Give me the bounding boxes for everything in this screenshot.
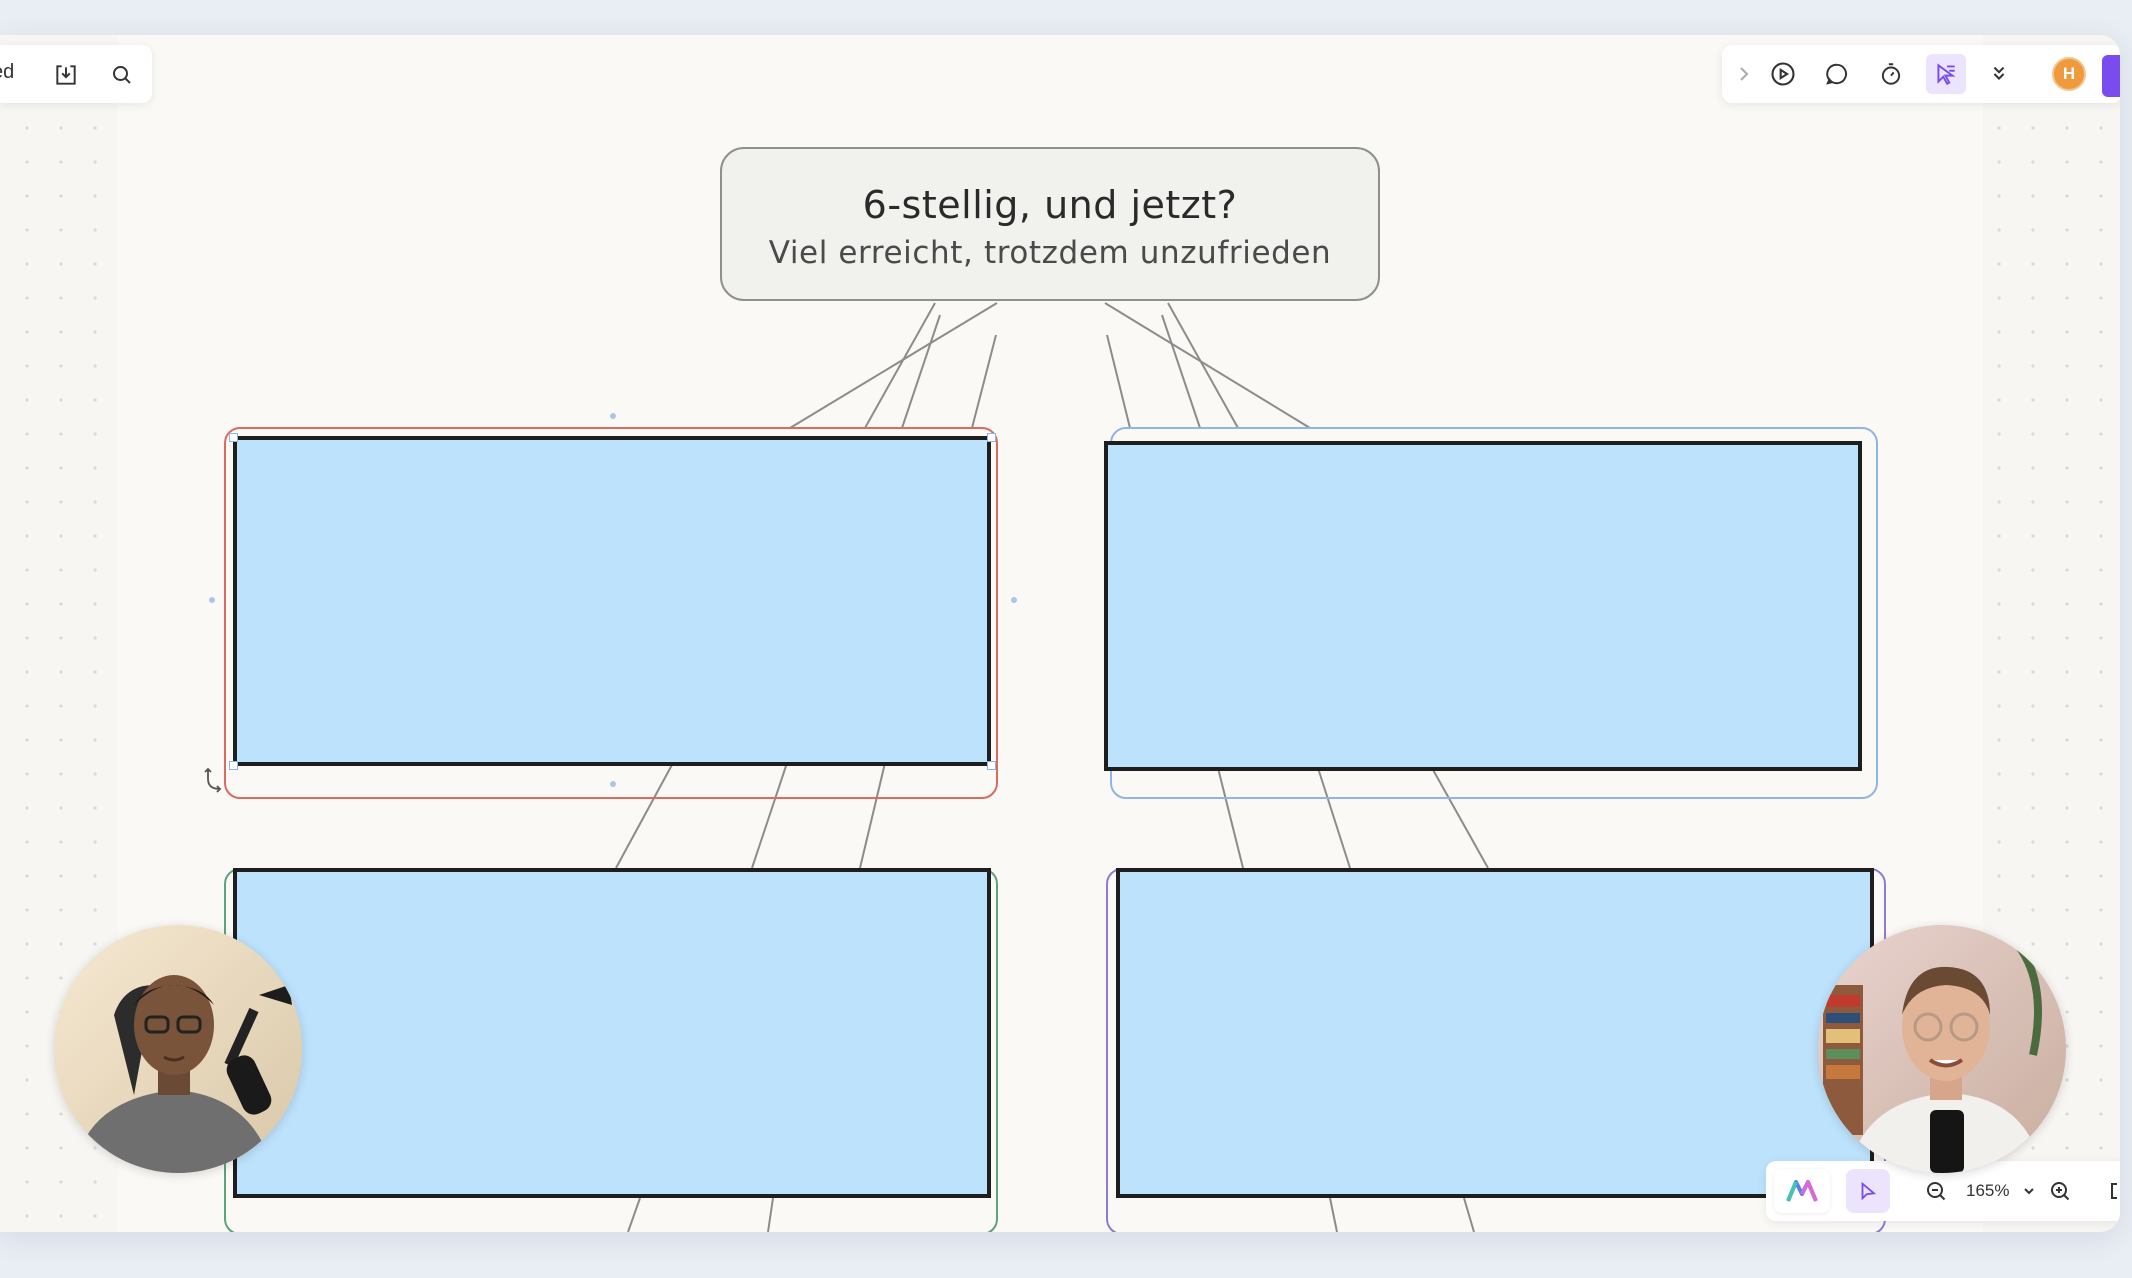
connection-point[interactable] — [610, 781, 616, 787]
connector-line — [751, 762, 788, 869]
fit-screen-icon[interactable] — [2106, 1179, 2120, 1203]
box-bottom-right[interactable] — [1116, 868, 1874, 1198]
connection-point[interactable] — [209, 597, 215, 603]
bottom-right-toolbar: 165% — [1766, 1161, 2120, 1221]
participant-video-right — [1818, 925, 2066, 1173]
box-top-left[interactable] — [233, 436, 991, 766]
rotate-handle-icon[interactable] — [200, 767, 230, 797]
central-topic-title: 6-stellig, und jetzt? — [862, 183, 1238, 227]
resize-handle[interactable] — [229, 761, 238, 770]
participant-video-left — [54, 925, 302, 1173]
connector-line — [1317, 767, 1351, 869]
connector-line — [1217, 767, 1244, 869]
resize-handle[interactable] — [987, 433, 996, 442]
connector-line — [1329, 1197, 1338, 1232]
zoom-out-icon[interactable] — [1922, 1177, 1950, 1205]
connector-line — [1104, 302, 1311, 429]
top-left-toolbar: ed — [0, 45, 152, 103]
connector-line — [1167, 302, 1239, 429]
connector-line — [1431, 767, 1489, 869]
share-button-edge[interactable] — [2102, 55, 2120, 97]
play-icon[interactable] — [1768, 59, 1798, 89]
stopwatch-icon[interactable] — [1876, 59, 1906, 89]
search-icon[interactable] — [108, 61, 136, 89]
central-topic-subtitle: Viel erreicht, trotzdem unzufrieden — [768, 235, 1332, 271]
zoom-in-icon[interactable] — [2046, 1177, 2074, 1205]
connector-line — [864, 302, 936, 429]
connector-line — [627, 1197, 641, 1232]
box-bottom-left[interactable] — [233, 868, 991, 1198]
chevron-down-icon[interactable] — [2020, 1181, 2038, 1201]
chevron-right-icon[interactable] — [1734, 63, 1754, 85]
connector-line — [615, 762, 674, 869]
double-chevron-down-icon[interactable] — [1984, 59, 2014, 89]
select-pointer-icon[interactable] — [1846, 1169, 1890, 1213]
connector-line — [901, 314, 941, 429]
download-icon[interactable] — [52, 61, 80, 89]
connection-point[interactable] — [1011, 597, 1017, 603]
user-avatar-badge[interactable]: H — [2052, 57, 2086, 91]
resize-handle[interactable] — [229, 433, 238, 442]
connector-lines — [615, 302, 1489, 1232]
cursor-pointer-icon[interactable] — [1926, 54, 1966, 94]
top-right-toolbar: H — [1722, 45, 2120, 103]
resize-handle[interactable] — [987, 761, 996, 770]
box-top-right[interactable] — [1104, 441, 1862, 771]
whiteboard-window: 6-stellig, und jetzt? Viel erreicht, tro… — [0, 35, 2120, 1232]
connector-line — [1106, 334, 1131, 429]
connector-line — [859, 762, 886, 869]
zoom-level[interactable]: 165% — [1966, 1181, 2010, 1200]
connector-line — [789, 302, 998, 429]
ai-logo-icon[interactable] — [1774, 1169, 1830, 1213]
connector-line — [1463, 1197, 1475, 1232]
connection-point[interactable] — [610, 413, 616, 419]
central-topic-node[interactable]: 6-stellig, und jetzt? Viel erreicht, tro… — [720, 147, 1380, 301]
connector-line — [1161, 314, 1201, 429]
comment-icon[interactable] — [1822, 59, 1852, 89]
box-outline-top-left — [224, 427, 998, 799]
connector-line — [971, 334, 997, 429]
connector-line — [767, 1197, 774, 1232]
board-name-truncated[interactable]: ed — [0, 61, 15, 83]
